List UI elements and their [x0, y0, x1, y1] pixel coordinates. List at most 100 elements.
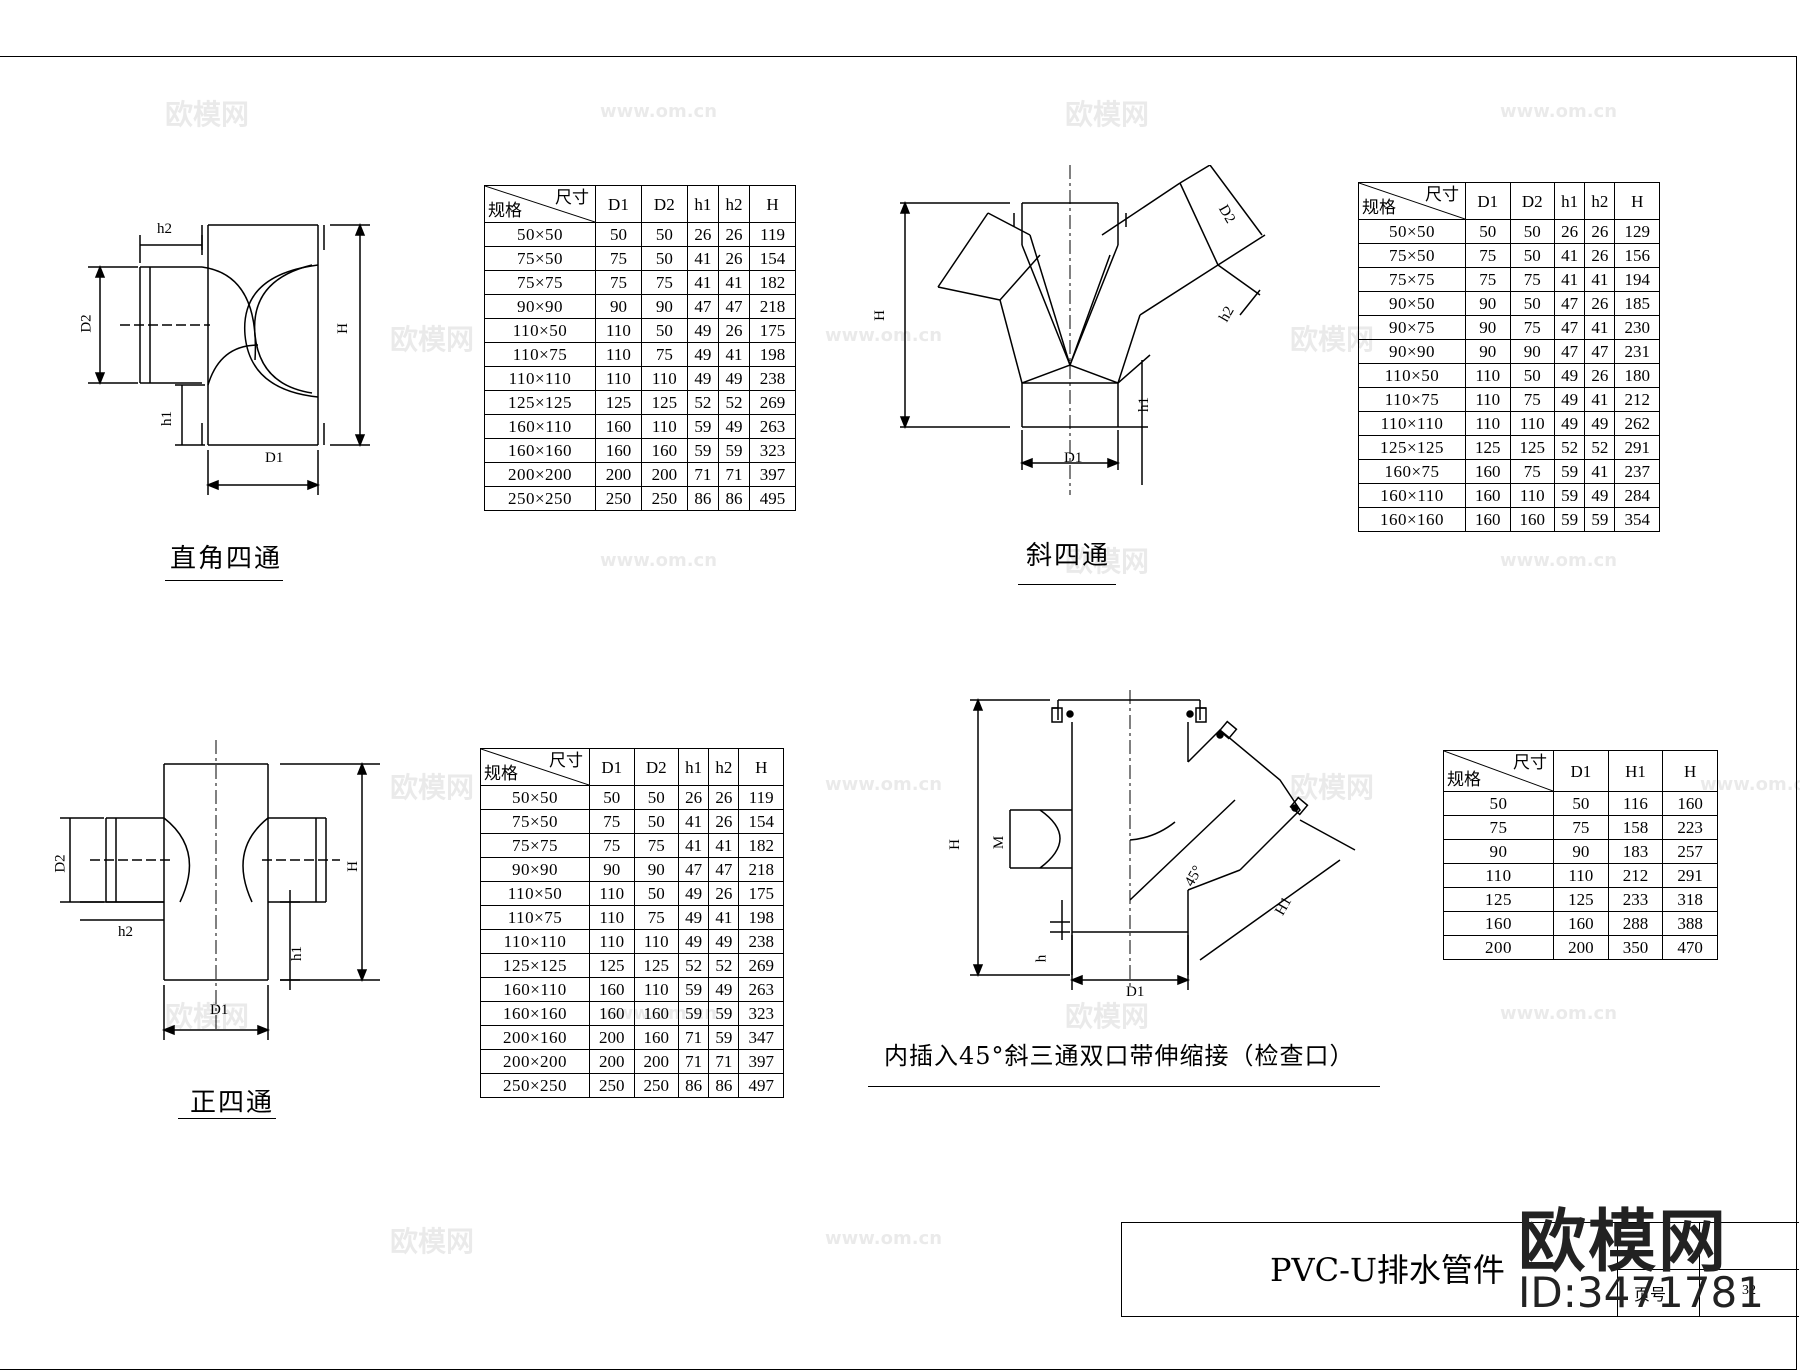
caption-wye-45: 内插入45°斜三通双口带伸缩接（检查口）	[884, 1042, 1355, 1070]
dim-label-m: M	[991, 835, 1008, 850]
table-col-header: D2	[633, 748, 679, 786]
table-cell: 110	[633, 929, 679, 954]
table-cell: 26	[1584, 219, 1616, 244]
table-cell: 50	[1509, 363, 1555, 388]
table-spec-cell: 125×125	[1358, 435, 1466, 460]
table-col-header: h2	[717, 185, 751, 223]
table-cell: 75	[589, 833, 635, 858]
table-cell: 52	[677, 953, 710, 978]
table-cell: 110	[1509, 411, 1555, 436]
table-cell: 49	[717, 366, 751, 391]
table-cell: 154	[749, 246, 796, 271]
table-spec-cell: 160×110	[1358, 483, 1466, 508]
title-block: PVC-U排水管件 页号 32	[1121, 1222, 1799, 1317]
table-spec-cell: 75×75	[480, 833, 590, 858]
table-cell: 160	[589, 1001, 635, 1026]
table-cell: 125	[1465, 435, 1511, 460]
table-spec-cell: 110×50	[484, 318, 596, 343]
table-cell: 90	[1465, 315, 1511, 340]
watermark-brand-logo: 欧模网	[1518, 1203, 1729, 1282]
table-cell: 194	[1614, 267, 1660, 292]
table-spec-cell: 110×50	[480, 881, 590, 906]
table-cell: 47	[677, 857, 710, 882]
table-cell: 75	[589, 809, 635, 834]
table-cell: 110	[595, 342, 642, 367]
drawing-title: PVC-U排水管件	[1270, 1251, 1505, 1289]
table-cell: 160	[1465, 459, 1511, 484]
table-cell: 250	[633, 1073, 679, 1098]
table-cell: 41	[1584, 387, 1616, 412]
watermark-url: www.om.cn	[825, 774, 943, 795]
table-cell: 116	[1607, 791, 1664, 816]
table-cell: 257	[1662, 839, 1718, 864]
caption-underline	[1018, 584, 1116, 585]
table-cell: 160	[1465, 483, 1511, 508]
table-cell: 50	[633, 809, 679, 834]
table-cell: 158	[1607, 815, 1664, 840]
table-cell: 230	[1614, 315, 1660, 340]
dim-label-h1: h1	[1136, 397, 1152, 412]
table-cell: 284	[1614, 483, 1660, 508]
table-cell: 75	[595, 270, 642, 295]
watermark-url: www.om.cn	[600, 101, 718, 122]
table-col-header: D2	[640, 185, 688, 223]
table-cell: 41	[1553, 267, 1586, 292]
table-cell: 26	[1584, 363, 1616, 388]
table-cell: 75	[1509, 459, 1555, 484]
table-cell: 49	[686, 318, 719, 343]
table-cell: 198	[749, 342, 796, 367]
table-cell: 41	[717, 342, 751, 367]
watermark-url: www.om.cn	[1500, 1003, 1618, 1024]
table-col-header: D1	[1553, 750, 1609, 792]
table-cell: 125	[1553, 887, 1609, 912]
table-cell: 200	[589, 1049, 635, 1074]
table-cell: 156	[1614, 243, 1660, 268]
table-cell: 183	[1607, 839, 1664, 864]
table-cell: 71	[717, 462, 751, 487]
dim-label-d1: D1	[265, 450, 284, 466]
table-cell: 26	[717, 318, 751, 343]
table-cell: 47	[1553, 315, 1586, 340]
table-cell: 110	[640, 366, 688, 391]
table-cell: 263	[749, 414, 796, 439]
caption-equal-cross: 正四通	[190, 1088, 275, 1118]
table-spec-cell: 75×75	[484, 270, 596, 295]
table-spec-cell: 110×110	[480, 929, 590, 954]
table-cell: 26	[708, 809, 740, 834]
table-cell: 397	[738, 1049, 784, 1074]
table-col-header: H	[1662, 750, 1718, 792]
table-cell: 263	[738, 977, 784, 1002]
table-cell: 49	[677, 929, 710, 954]
table-cell: 250	[640, 486, 688, 511]
table-cell: 470	[1662, 935, 1718, 960]
table-cell: 198	[738, 905, 784, 930]
table-cell: 110	[589, 905, 635, 930]
table-cell: 26	[1584, 291, 1616, 316]
caption-underline	[868, 1086, 1380, 1087]
table-cell: 125	[1509, 435, 1555, 460]
drawing-frame	[0, 56, 1797, 1370]
dim-label-d1: D1	[210, 1002, 229, 1018]
table-cell: 59	[686, 414, 719, 439]
table-cell: 50	[1553, 791, 1609, 816]
table-cell: 49	[1584, 411, 1616, 436]
watermark-logo: 欧模网	[1290, 771, 1375, 804]
table-cell: 291	[1614, 435, 1660, 460]
watermark-url: www.om.cn	[825, 325, 943, 346]
table-cell: 160	[595, 414, 642, 439]
wye-45-drawing	[970, 690, 1356, 990]
table-cell: 175	[749, 318, 796, 343]
table-cell: 180	[1614, 363, 1660, 388]
table-cell: 41	[677, 833, 710, 858]
